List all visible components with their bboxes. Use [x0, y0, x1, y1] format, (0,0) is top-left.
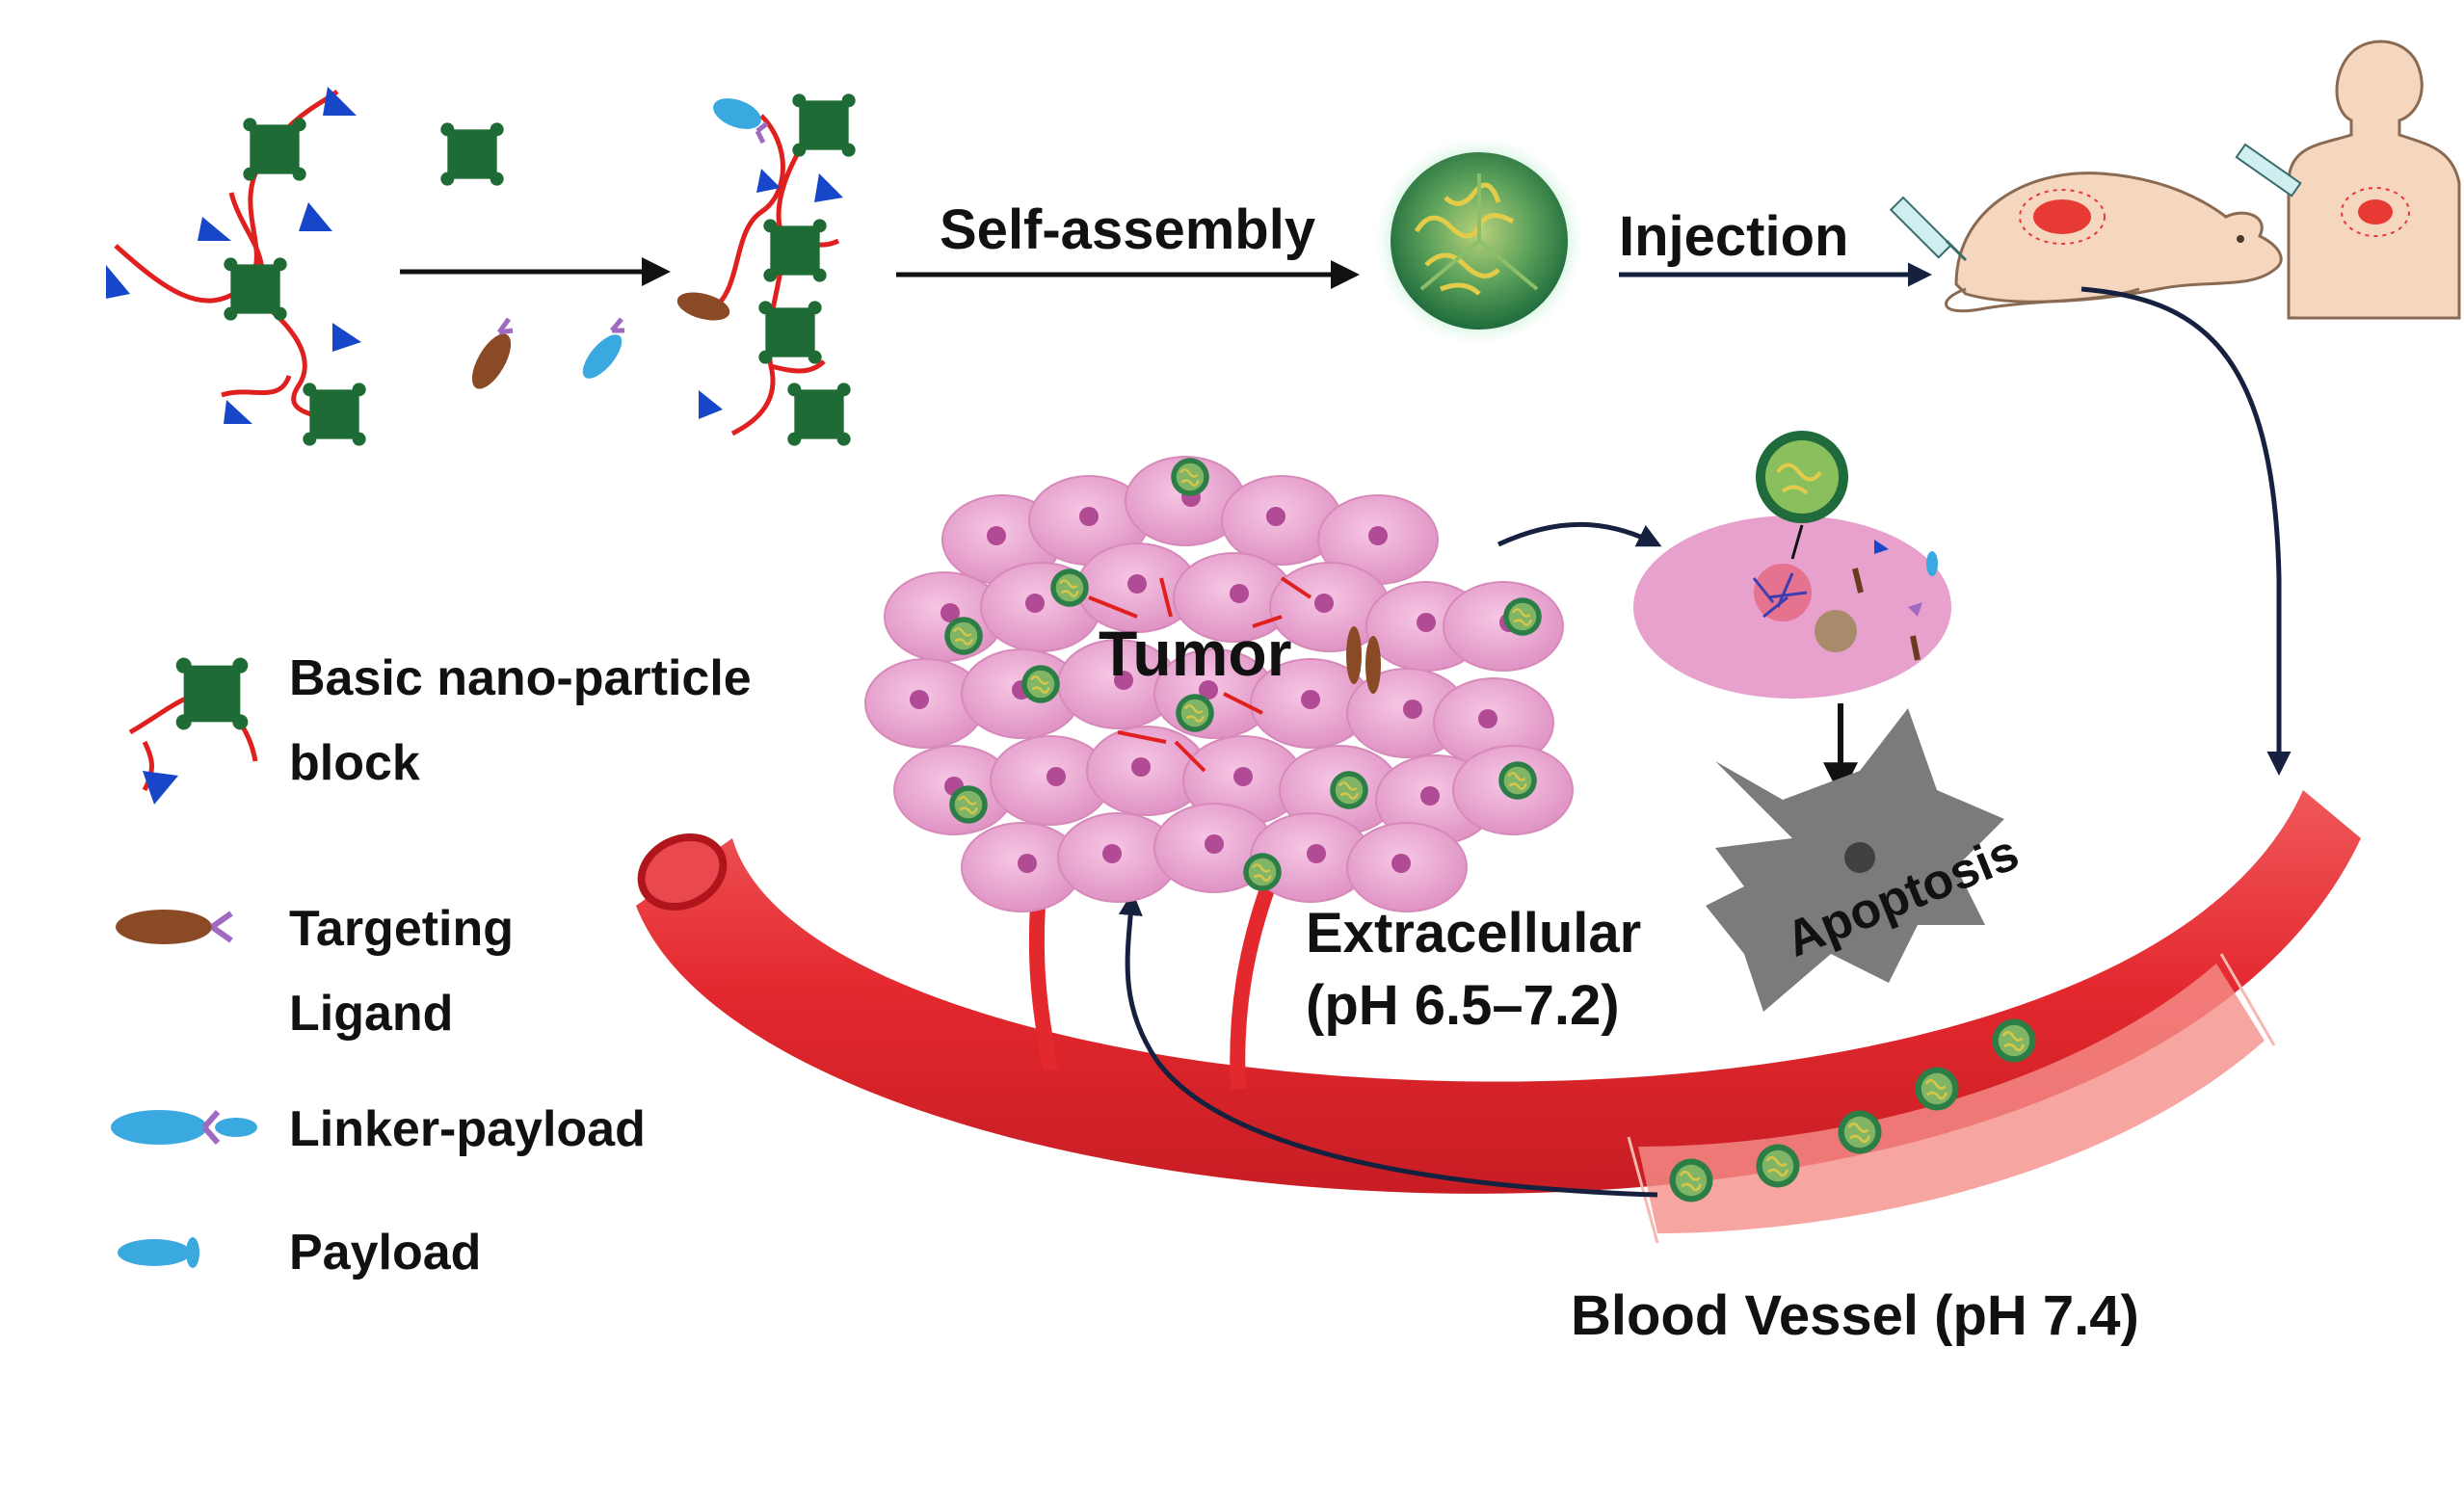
- cell-nucleus: [910, 690, 929, 709]
- tumor-polymer-fragment: [1280, 576, 1312, 599]
- legend-targeting-line1: Targeting: [289, 901, 515, 957]
- tumor-polymer-fragment: [1088, 595, 1138, 619]
- tumor-ligand: [1365, 636, 1381, 694]
- cell-nucleus: [1131, 757, 1151, 777]
- legend-linker-payload-icon: [111, 1110, 257, 1145]
- syringe-icon: [1889, 196, 1968, 262]
- polymer-blocks-free: [106, 87, 504, 446]
- mouse-icon: [1945, 172, 2283, 313]
- tumor-nano-particle: [1497, 759, 1539, 802]
- cell-nucleus: [1420, 786, 1440, 806]
- tumor-nano-particle: [942, 615, 985, 657]
- cell-nucleus: [1047, 767, 1066, 786]
- cell-nucleus: [1230, 584, 1249, 603]
- cell-nucleus: [1391, 854, 1411, 873]
- tumor-nano-particle: [1501, 595, 1544, 638]
- apoptotic-cell-icon: [1706, 708, 2004, 1012]
- legend-payload: Payload: [289, 1225, 482, 1281]
- ligand-and-payload-free: [471, 317, 624, 389]
- legend-ligand-icon: [116, 910, 233, 944]
- extravasation-arrow: [1118, 891, 1658, 1198]
- cell-nucleus: [1368, 526, 1388, 545]
- uptake-arrow: [1497, 521, 1662, 547]
- cell-nucleus: [1233, 767, 1253, 786]
- cell-nucleus: [1478, 709, 1497, 728]
- legend-targeting-line2: Ligand: [289, 986, 454, 1042]
- tumor-polymer-fragment: [1223, 692, 1263, 715]
- legend-linker-payload: Linker-payload: [289, 1101, 646, 1157]
- tumor-ligand: [1346, 626, 1362, 684]
- label-extracellular-ph: (pH 6.5–7.2): [1306, 974, 1620, 1037]
- legend-block-icon: [128, 657, 258, 805]
- label-tumor: Tumor: [1099, 618, 1292, 689]
- cell-nucleus: [941, 603, 960, 622]
- tumor-nano-particle: [947, 783, 990, 826]
- cell-nucleus: [1301, 690, 1320, 709]
- tumor-polymer-fragment: [1159, 577, 1173, 618]
- tumor-cell-icon: [864, 456, 1574, 912]
- polymer-blocks-assembled: [676, 93, 856, 446]
- tumor-polymer-fragment: [1252, 615, 1283, 628]
- cell-nucleus: [1025, 594, 1045, 613]
- cell-nucleus: [1403, 700, 1422, 719]
- legend-basic-block-line1: Basic nano-particle: [289, 650, 752, 706]
- cell-nucleus: [1205, 834, 1224, 854]
- human-torso-icon: [2235, 40, 2461, 320]
- cell-nucleus: [1102, 844, 1122, 863]
- label-self-assembly: Self-assembly: [940, 198, 1316, 261]
- cell-nucleus: [1314, 594, 1334, 613]
- label-injection: Injection: [1619, 205, 1849, 268]
- cell-nucleus: [987, 526, 1006, 545]
- tumor-polymer-fragment: [1117, 730, 1167, 744]
- tumor-nano-particle: [1020, 663, 1062, 705]
- tumor-nano-particle: [1048, 567, 1091, 609]
- tumor-nano-particle: [1241, 851, 1284, 893]
- tumor-nano-particle: [1174, 692, 1216, 734]
- cell-nucleus: [1114, 671, 1133, 690]
- cell-nucleus: [1127, 574, 1147, 594]
- cell-nucleus: [1079, 507, 1099, 526]
- tumor-polymer-fragment: [1174, 740, 1206, 773]
- nano-particle-icon: [1375, 137, 1583, 345]
- label-blood-vessel: Blood Vessel (pH 7.4): [1571, 1284, 2139, 1347]
- legend-payload-icon: [118, 1237, 199, 1268]
- legend-basic-block-line2: block: [289, 735, 420, 791]
- cell-nucleus: [1199, 680, 1218, 700]
- circulation-arrow: [2080, 286, 2292, 776]
- label-extracellular: Extracellular: [1306, 902, 1642, 964]
- tumor-nano-particle: [1328, 769, 1370, 811]
- cell-nucleus: [1417, 613, 1436, 632]
- cell-nucleus: [1018, 854, 1037, 873]
- target-cell: [1633, 431, 1951, 699]
- tumor-nano-particle: [1169, 456, 1211, 498]
- cell-nucleus: [1266, 507, 1285, 526]
- cell-nucleus: [1307, 844, 1326, 863]
